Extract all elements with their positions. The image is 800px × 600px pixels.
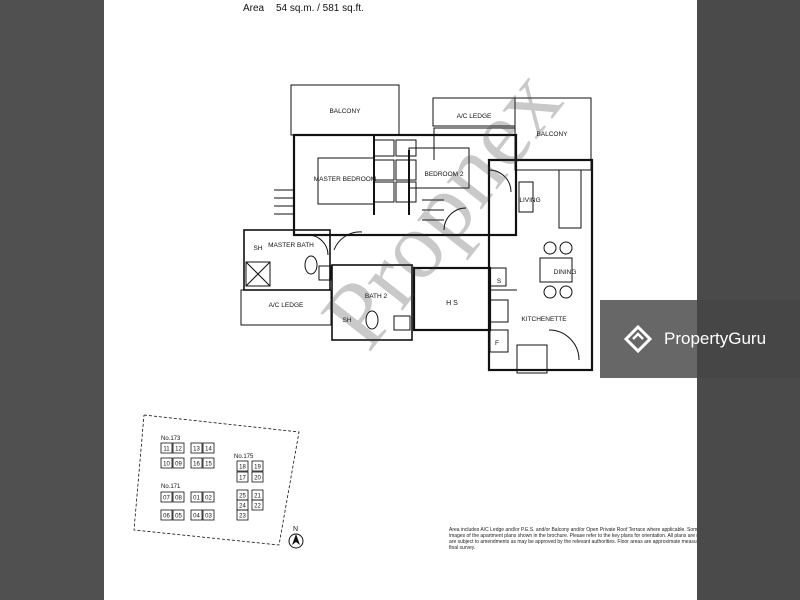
floor-plan-drawing: BALCONY A/C LEDGE BALCONY MASTER BEDROOM… xyxy=(133,84,594,549)
north-label: N xyxy=(293,526,298,533)
label-store: S xyxy=(497,278,502,285)
key-plan-unit-box xyxy=(172,509,185,521)
area-value: 54 sq.m. / 581 sq.ft. xyxy=(276,3,364,14)
bedroom-wing-walls xyxy=(292,133,518,237)
site-boundary xyxy=(133,414,300,546)
area-label: Area xyxy=(243,3,265,14)
key-plan-unit-box xyxy=(251,471,264,483)
key-plan-unit-box xyxy=(202,491,215,503)
label-household-shelter: H S xyxy=(446,300,458,307)
key-plan-unit-label: 04 xyxy=(193,514,200,520)
key-plan-unit-label: 08 xyxy=(175,496,182,502)
ac-ledge-bottom-area xyxy=(240,289,332,326)
label-sh-bath2: SH xyxy=(342,317,351,324)
block-171-label: No.171 xyxy=(161,484,181,490)
propertyguru-logo-icon xyxy=(623,324,653,354)
floor-plan-sheet: Area 54 sq.m. / 581 sq.ft. xyxy=(104,0,697,600)
key-plan-unit-label: 02 xyxy=(205,496,212,502)
label-master-bath: MASTER BATH xyxy=(268,242,314,249)
key-plan-unit-box xyxy=(160,457,173,469)
master-bed xyxy=(317,157,375,205)
key-plan-unit-box xyxy=(251,499,264,511)
key-plan-unit-label: 21 xyxy=(254,494,261,500)
key-plan-unit-box xyxy=(172,442,185,454)
household-shelter-walls xyxy=(412,266,492,332)
block-173-label: No.173 xyxy=(161,436,181,442)
key-plan-unit-label: 01 xyxy=(193,496,200,502)
kitchen-store xyxy=(516,344,548,374)
bath2-walls xyxy=(331,264,413,341)
key-plan-unit-label: 16 xyxy=(193,462,200,468)
key-plan-unit-box xyxy=(160,509,173,521)
key-plan-unit-label: 24 xyxy=(239,504,246,510)
key-plan-unit-label: 20 xyxy=(254,476,261,482)
left-backdrop xyxy=(0,0,104,600)
label-master-bedroom: MASTER BEDROOM xyxy=(314,176,376,183)
key-plan-unit-label: 19 xyxy=(254,465,261,471)
key-plan-unit-label: 07 xyxy=(163,496,170,502)
key-plan-unit-label: 23 xyxy=(239,514,246,520)
label-ac-ledge-top: A/C LEDGE xyxy=(457,113,492,120)
key-plan-unit-box xyxy=(202,509,215,521)
key-plan-unit-box xyxy=(236,471,249,483)
key-plan-unit-box xyxy=(172,491,185,503)
key-plan-unit-box xyxy=(172,457,185,469)
key-plan-units: 11 12 13 14 10 09 16 15 18 19 17 20 07 08 01 02 25 21 24 22… xyxy=(160,442,264,521)
key-plan-unit-box xyxy=(190,491,203,503)
key-plan-unit-box xyxy=(160,491,173,503)
label-balcony-living: BALCONY xyxy=(536,131,568,138)
block-175-label: No.175 xyxy=(234,454,254,460)
key-plan-unit-label: 13 xyxy=(193,447,200,453)
footnote: Area includes A/C Ledge and/or P.E.S. an… xyxy=(449,527,697,551)
dining-table xyxy=(539,257,573,283)
key-plan-unit-label: 05 xyxy=(175,514,182,520)
key-plan-unit-box xyxy=(251,460,264,472)
sofa xyxy=(558,169,582,229)
key-plan-unit-box xyxy=(160,442,173,454)
key-plan-unit-label: 22 xyxy=(254,504,261,510)
propertyguru-badge: PropertyGuru xyxy=(600,300,800,378)
key-plan-unit-box xyxy=(190,442,203,454)
key-plan-unit-label: 11 xyxy=(163,447,170,453)
label-balcony-master: BALCONY xyxy=(329,108,361,115)
key-plan-unit-box xyxy=(190,457,203,469)
key-plan-unit-label: 09 xyxy=(175,462,182,468)
key-plan-unit-label: 06 xyxy=(163,514,170,520)
living-dining-walls xyxy=(487,158,594,372)
bedroom2-bed xyxy=(408,147,470,189)
label-bedroom2: BEDROOM 2 xyxy=(424,171,463,178)
key-plan-unit-box xyxy=(202,457,215,469)
label-sh-master: SH xyxy=(253,245,262,252)
key-plan-unit-box xyxy=(202,442,215,454)
key-plan-unit-label: 18 xyxy=(239,465,246,471)
label-bath2: BATH 2 xyxy=(365,293,388,300)
label-dining: DINING xyxy=(554,269,577,276)
key-plan-unit-label: 03 xyxy=(205,514,212,520)
key-plan-unit-label: 12 xyxy=(175,447,182,453)
label-ac-ledge-bottom: A/C LEDGE xyxy=(269,302,304,309)
label-fridge: F xyxy=(495,340,499,347)
propertyguru-name: PropertyGuru xyxy=(664,329,767,348)
key-plan-unit-box xyxy=(236,460,249,472)
label-kitchenette: KITCHENETTE xyxy=(521,316,567,323)
key-plan-unit-box xyxy=(190,509,203,521)
key-plan-unit-label: 14 xyxy=(205,447,212,453)
label-living: LIVING xyxy=(519,197,540,204)
tv-console xyxy=(518,181,534,213)
key-plan-unit-label: 17 xyxy=(239,476,246,482)
key-plan-unit-label: 10 xyxy=(163,462,170,468)
key-plan-unit-label: 15 xyxy=(205,462,212,468)
key-plan-unit-label: 25 xyxy=(239,494,246,500)
key-plan-unit-box xyxy=(236,509,249,521)
